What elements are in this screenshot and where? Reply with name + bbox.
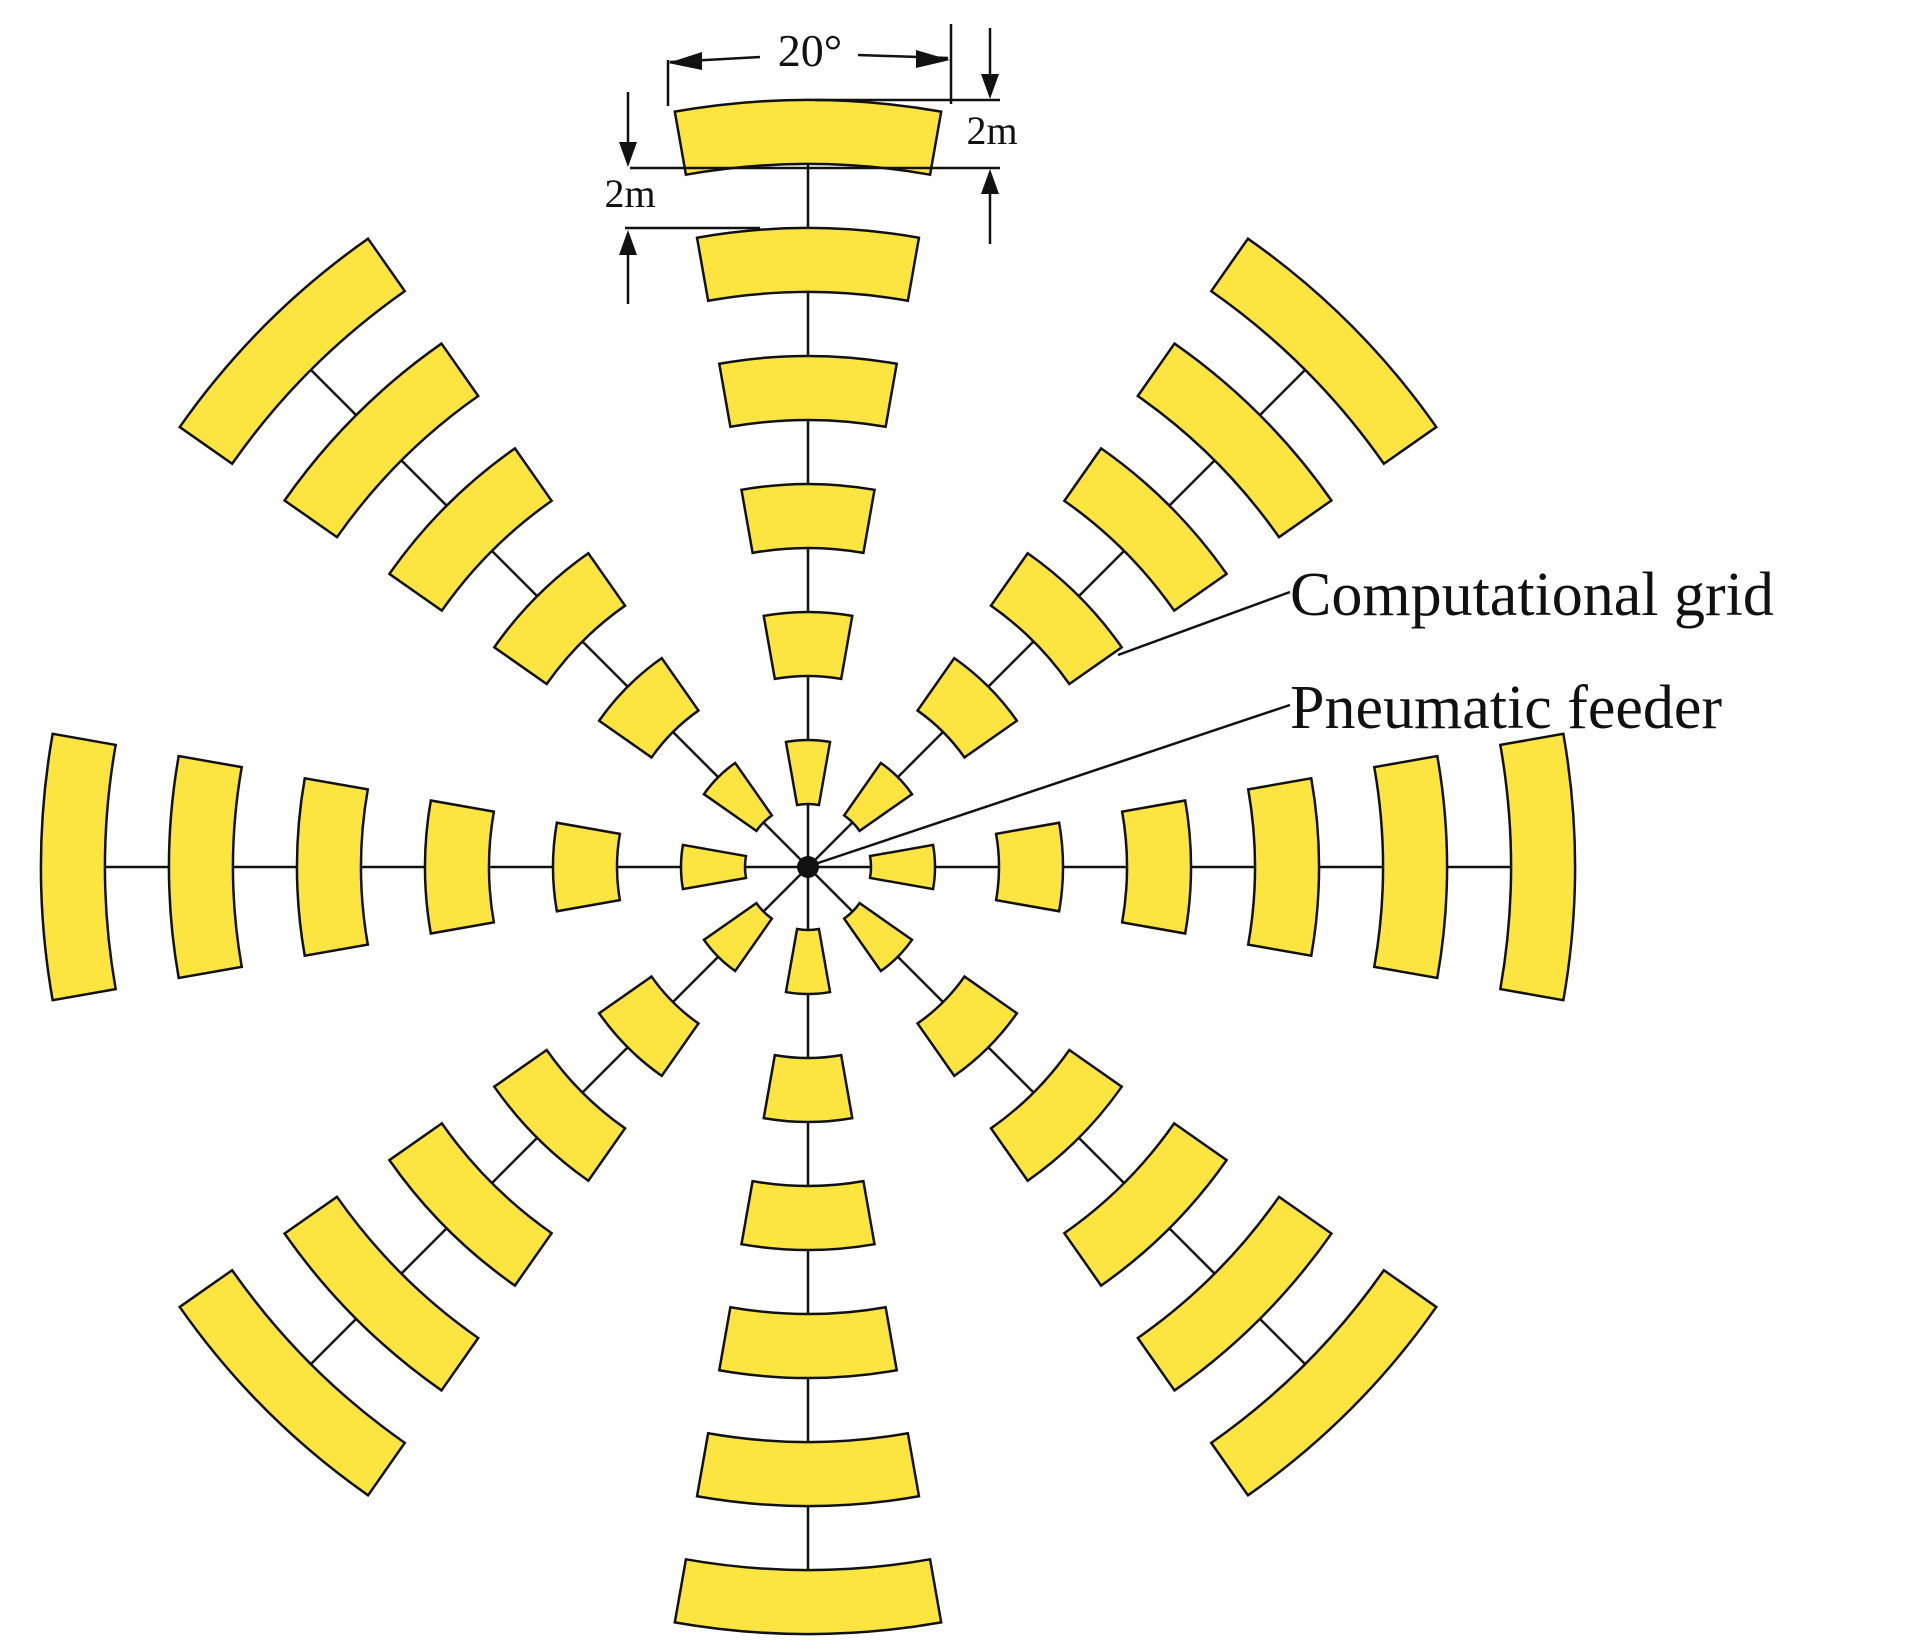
grid-cell-east-1	[868, 843, 937, 891]
grid-cell-north-2	[762, 610, 854, 681]
grid-cell-south-east-4	[1062, 1121, 1229, 1288]
grid-cell-north-west-2	[597, 656, 701, 760]
grid-cell-west-2	[551, 821, 622, 913]
grid-cell-north-east-6	[1209, 236, 1439, 466]
grid-cell-north-west-6	[177, 236, 407, 466]
grid-cell-north-3	[740, 482, 876, 555]
grid-cell-east-3	[1120, 799, 1193, 935]
gap-dimension: 2m	[604, 92, 760, 304]
radial-length-dimension: 2m	[630, 28, 1018, 244]
grid-cell-south-east-2	[915, 974, 1019, 1078]
grid-cell-south-1	[784, 927, 832, 996]
grid-cell-north-east-5	[1136, 341, 1334, 539]
grid-cell-south-west-4	[387, 1121, 554, 1288]
grid-cell-east-5	[1372, 754, 1449, 980]
grid-cell-north-west-4	[387, 446, 554, 613]
callout-pneumatic-feeder: Pneumatic feeder	[814, 674, 1722, 866]
grid-cell-south-west-5	[282, 1195, 480, 1393]
grid-cell-north-east-2	[915, 656, 1019, 760]
grid-cell-north-5	[695, 226, 921, 303]
callout-computational-grid: Computational grid	[1117, 561, 1774, 657]
grid-cell-north-west-5	[282, 341, 480, 539]
grid-cell-south-east-3	[989, 1048, 1124, 1183]
computational-grid-label: Computational grid	[1290, 561, 1774, 629]
grid-cell-south-east-5	[1136, 1195, 1334, 1393]
grid-cell-north-6	[673, 98, 943, 177]
grid-cell-north-west-1	[702, 761, 774, 833]
grid-cell-north-east-3	[989, 551, 1124, 686]
grid-cell-south-west-3	[492, 1048, 627, 1183]
radial-length-label: 2m	[966, 108, 1017, 153]
grid-cell-west-6	[39, 732, 118, 1002]
grid-cell-south-west-6	[177, 1268, 407, 1498]
grid-cell-south-west-1	[702, 901, 774, 973]
grid-cell-west-5	[167, 754, 244, 980]
grid-cell-south-3	[740, 1179, 876, 1252]
pneumatic-feeder-label: Pneumatic feeder	[1290, 674, 1722, 742]
grid-cell-south-6	[673, 1557, 943, 1636]
grid-cell-east-4	[1246, 776, 1321, 958]
grid-cell-south-east-1	[842, 901, 914, 973]
grid-cell-west-1	[679, 843, 748, 891]
pneumatic-feeder-dot	[797, 856, 819, 878]
grid-cell-west-3	[423, 799, 496, 935]
angle-dimension: 20°	[666, 24, 953, 106]
grid-cell-west-4	[295, 776, 370, 958]
grid-cell-south-4	[717, 1305, 899, 1380]
grid-cell-south-5	[695, 1431, 921, 1508]
angle-label: 20°	[778, 25, 842, 76]
grid-cell-east-2	[994, 821, 1065, 913]
grid-cell-north-east-4	[1062, 446, 1229, 613]
gap-label: 2m	[604, 171, 655, 216]
grid-cell-south-2	[762, 1053, 854, 1124]
grid-cell-north-east-1	[842, 761, 914, 833]
grid-cell-north-4	[717, 354, 899, 429]
grid-cell-south-east-6	[1209, 1268, 1439, 1498]
grid-cell-south-west-2	[597, 974, 701, 1078]
grid-cell-north-west-3	[492, 551, 627, 686]
computational-grid-cells	[39, 98, 1577, 1636]
grid-cell-east-6	[1498, 732, 1577, 1002]
grid-cell-north-1	[784, 738, 832, 807]
